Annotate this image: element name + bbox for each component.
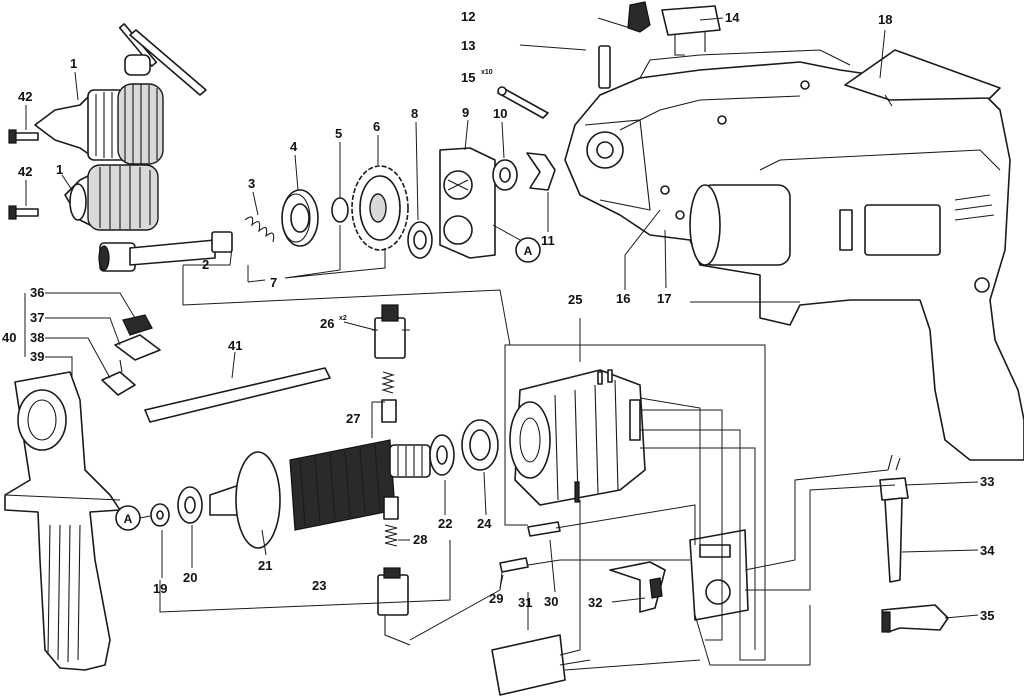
keyless-chuck bbox=[64, 164, 159, 231]
keyed-chuck bbox=[34, 23, 207, 165]
handle-cover bbox=[844, 49, 1001, 107]
brush-holder-23 bbox=[377, 567, 411, 646]
armature bbox=[209, 439, 431, 549]
brush-28 bbox=[383, 496, 399, 547]
part-label-40: 40 bbox=[2, 330, 16, 345]
part-label-2: 2 bbox=[202, 257, 209, 272]
part-label-5: 5 bbox=[335, 126, 342, 141]
part-label-10: 10 bbox=[493, 106, 507, 121]
reference-a-bottom: A bbox=[115, 505, 141, 531]
gear-plate-9 bbox=[439, 147, 496, 259]
slide-strip bbox=[598, 45, 611, 89]
part-label-35: 35 bbox=[980, 608, 994, 623]
spring bbox=[244, 216, 275, 243]
part-label-21: 21 bbox=[258, 558, 272, 573]
gear-6 bbox=[351, 165, 409, 251]
washer-19 bbox=[150, 503, 170, 527]
wiring bbox=[409, 344, 896, 671]
clip-11 bbox=[526, 152, 556, 191]
washer-8 bbox=[407, 221, 433, 259]
part-label-20: 20 bbox=[183, 570, 197, 585]
capacitor-31 bbox=[491, 634, 591, 696]
leader-lines bbox=[24, 17, 979, 630]
part-label-37: 37 bbox=[30, 310, 44, 325]
part-label-8: 8 bbox=[411, 106, 418, 121]
part-label-23: 23 bbox=[312, 578, 326, 593]
spindle bbox=[98, 231, 233, 272]
connector-29 bbox=[499, 557, 529, 573]
circlip-5 bbox=[331, 197, 349, 223]
part-label-36: 36 bbox=[30, 285, 44, 300]
part-label-18: 18 bbox=[878, 12, 892, 27]
part-label-31: 31 bbox=[518, 595, 532, 610]
part-label-12: 12 bbox=[461, 9, 475, 24]
depth-rod bbox=[144, 367, 331, 423]
part-label-11: 11 bbox=[541, 233, 555, 248]
side-handle bbox=[4, 371, 121, 671]
part-label-14: 14 bbox=[725, 10, 740, 25]
part-label-29: 29 bbox=[489, 591, 503, 606]
part-label-17: 17 bbox=[657, 291, 671, 306]
part-label-1: 1 bbox=[56, 162, 63, 177]
part-label-38: 38 bbox=[30, 330, 44, 345]
part-label-16: 16 bbox=[616, 291, 630, 306]
clamp-block-38 bbox=[101, 359, 136, 396]
part-label-3: 3 bbox=[248, 176, 255, 191]
part-label-15: 15 bbox=[461, 70, 475, 85]
clamp-37 bbox=[114, 334, 161, 361]
part-label-25: 25 bbox=[568, 292, 582, 307]
part-labels: 1 1 2 3 4 5 6 7 8 9 10 11 12 13 14 15 x1… bbox=[2, 9, 995, 623]
part-label-41: 41 bbox=[228, 338, 242, 353]
part-label-28: 28 bbox=[413, 532, 427, 547]
cord-clamp-35 bbox=[881, 604, 949, 633]
part-label-1: 1 bbox=[70, 56, 77, 71]
bearing-22 bbox=[429, 434, 455, 476]
bearing-24 bbox=[461, 419, 499, 471]
part-label-42: 42 bbox=[18, 89, 32, 104]
part-label-22: 22 bbox=[438, 516, 452, 531]
part-label-13: 13 bbox=[461, 38, 475, 53]
brush-holder-26 bbox=[372, 304, 410, 359]
cord-sleeve-33-34 bbox=[879, 454, 909, 583]
reference-label: A bbox=[524, 244, 533, 258]
quantity-label-15: x10 bbox=[481, 69, 493, 76]
part-label-24: 24 bbox=[477, 516, 492, 531]
bearing-10 bbox=[492, 159, 518, 191]
chuck-screw-top bbox=[8, 129, 39, 144]
part-label-27: 27 bbox=[346, 411, 360, 426]
stator bbox=[509, 369, 646, 506]
connector-30 bbox=[527, 521, 561, 537]
switch-button bbox=[661, 5, 721, 56]
switch-32 bbox=[609, 529, 749, 621]
bearing-20 bbox=[177, 486, 203, 524]
switch-lever bbox=[627, 1, 651, 33]
part-label-39: 39 bbox=[30, 349, 44, 364]
part-label-9: 9 bbox=[462, 105, 469, 120]
part-label-19: 19 bbox=[153, 581, 167, 596]
part-label-4: 4 bbox=[290, 139, 298, 154]
part-label-6: 6 bbox=[373, 119, 380, 134]
bearing-4 bbox=[281, 189, 319, 247]
part-label-42: 42 bbox=[18, 164, 32, 179]
chuck-screw-bottom bbox=[8, 205, 39, 220]
part-label-34: 34 bbox=[980, 543, 995, 558]
part-label-32: 32 bbox=[588, 595, 602, 610]
clamp-screw-36 bbox=[122, 314, 153, 336]
part-label-30: 30 bbox=[544, 594, 558, 609]
part-label-33: 33 bbox=[980, 474, 994, 489]
quantity-label-26: x2 bbox=[339, 315, 347, 322]
part-label-7: 7 bbox=[270, 275, 277, 290]
brush-27 bbox=[381, 371, 397, 423]
reference-label: A bbox=[124, 512, 133, 526]
motor-housing bbox=[564, 49, 1024, 461]
reference-a-top: A bbox=[515, 237, 541, 263]
part-label-26: 26 bbox=[320, 316, 334, 331]
